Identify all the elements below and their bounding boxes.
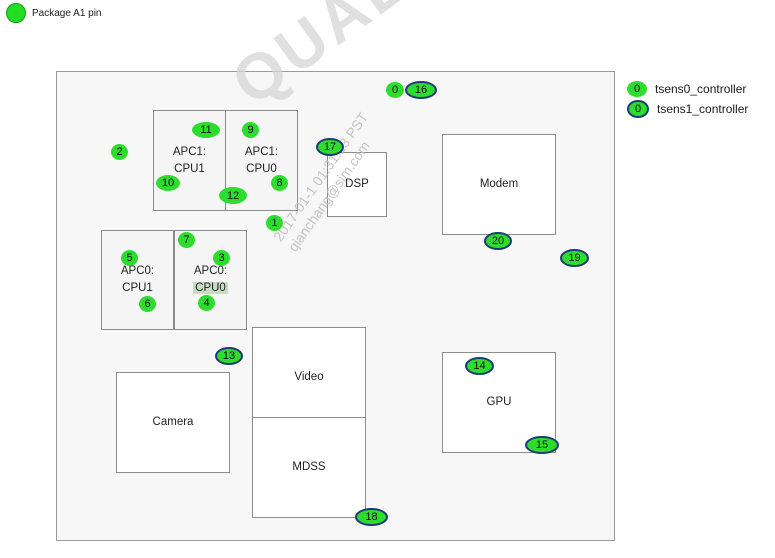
sensor-14: 14 (465, 357, 494, 375)
block-camera: Camera (116, 372, 230, 473)
apc0-cpu0-suffix: CPU0 (193, 282, 228, 294)
block-apc0-cpu1: APC0: CPU1 (101, 230, 174, 330)
sensor-12: 12 (219, 187, 247, 204)
legend-tsens1: 0 tsens1_controller (627, 100, 748, 118)
sensor-15: 15 (525, 436, 559, 454)
sensor-20: 20 (484, 232, 512, 250)
sensor-13: 13 (215, 347, 243, 365)
sensor-4: 4 (198, 295, 215, 311)
sensor-17: 17 (316, 138, 344, 156)
sensor-0: 0 (386, 82, 404, 98)
sensor-8: 8 (271, 175, 288, 191)
sensor-3: 3 (213, 250, 230, 266)
legend-tsens0: 0 tsens0_controller (627, 81, 746, 97)
sensor-10: 10 (156, 175, 180, 191)
sensor-16: 16 (405, 81, 437, 99)
sensor-9: 9 (242, 122, 259, 138)
legend-tsens1-label: tsens1_controller (657, 102, 749, 116)
sensor-2: 2 (111, 144, 128, 160)
tsens1-marker: 0 (627, 100, 649, 118)
sensor-1: 1 (266, 215, 283, 231)
package-a1-pin-icon (6, 3, 26, 23)
block-mdss: MDSS (252, 417, 366, 518)
block-dsp: DSP (327, 152, 387, 217)
legend-package-label: Package A1 pin (32, 7, 102, 19)
sensor-6: 6 (139, 296, 156, 312)
legend-tsens0-label: tsens0_controller (655, 82, 747, 96)
tsens0-marker: 0 (627, 81, 647, 97)
sensor-19: 19 (560, 249, 589, 267)
sensor-18: 18 (355, 508, 388, 526)
sensor-5: 5 (121, 250, 138, 266)
legend-package-a1: Package A1 pin (6, 3, 102, 23)
apc0-cpu0-prefix: APC0: (193, 265, 228, 277)
block-modem: Modem (442, 134, 556, 235)
block-video: Video (252, 327, 366, 428)
sensor-7: 7 (178, 232, 195, 248)
block-apc0-cpu0: APC0: CPU0 (174, 230, 247, 330)
sensor-11: 11 (192, 122, 220, 138)
